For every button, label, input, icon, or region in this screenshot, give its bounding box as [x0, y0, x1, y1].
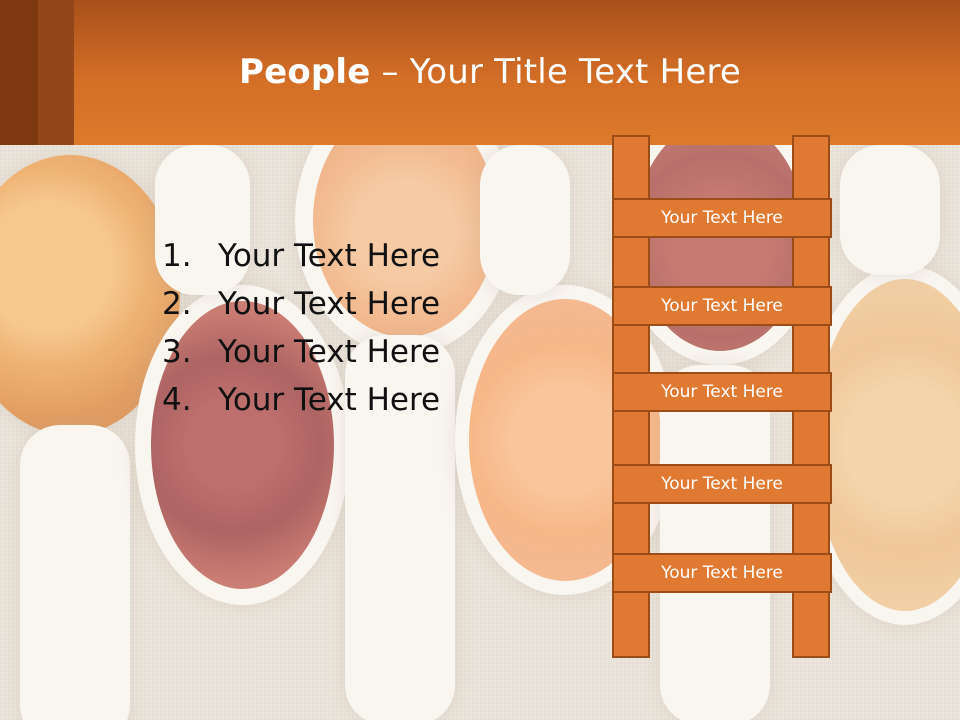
spoon-handle	[20, 425, 130, 720]
spoon-handle	[480, 145, 570, 295]
ladder-rung-5: Your Text Here	[612, 553, 832, 593]
list-number: 4.	[162, 382, 192, 418]
numbered-list: 1. Your Text Here 2. Your Text Here 3. Y…	[162, 236, 440, 428]
header-stripe	[38, 0, 74, 145]
list-item: 4. Your Text Here	[162, 380, 440, 428]
slide-title: People – Your Title Text Here	[0, 52, 960, 92]
list-text: Your Text Here	[218, 286, 441, 322]
header-stripe-dark	[0, 0, 38, 145]
spoon-handle	[660, 365, 770, 720]
list-item: 3. Your Text Here	[162, 332, 440, 380]
header-band: People – Your Title Text Here	[0, 0, 960, 145]
spoon-handle	[345, 335, 455, 720]
list-text: Your Text Here	[218, 334, 441, 370]
spoon-bowl	[135, 285, 350, 605]
spoon-handle	[840, 145, 940, 275]
list-number: 1.	[162, 238, 192, 274]
list-number: 3.	[162, 334, 192, 370]
ladder-rung-3: Your Text Here	[612, 372, 832, 412]
ladder-rung-1: Your Text Here	[612, 198, 832, 238]
list-text: Your Text Here	[218, 382, 441, 418]
title-rest: – Your Title Text Here	[370, 52, 742, 92]
ladder-rung-2: Your Text Here	[612, 286, 832, 326]
list-text: Your Text Here	[218, 238, 441, 274]
list-item: 2. Your Text Here	[162, 284, 440, 332]
list-item: 1. Your Text Here	[162, 236, 440, 284]
ladder-rung-4: Your Text Here	[612, 464, 832, 504]
spoon-handle	[155, 145, 250, 295]
spoon-bowl	[295, 145, 515, 355]
list-number: 2.	[162, 286, 192, 322]
title-bold: People	[238, 52, 371, 92]
